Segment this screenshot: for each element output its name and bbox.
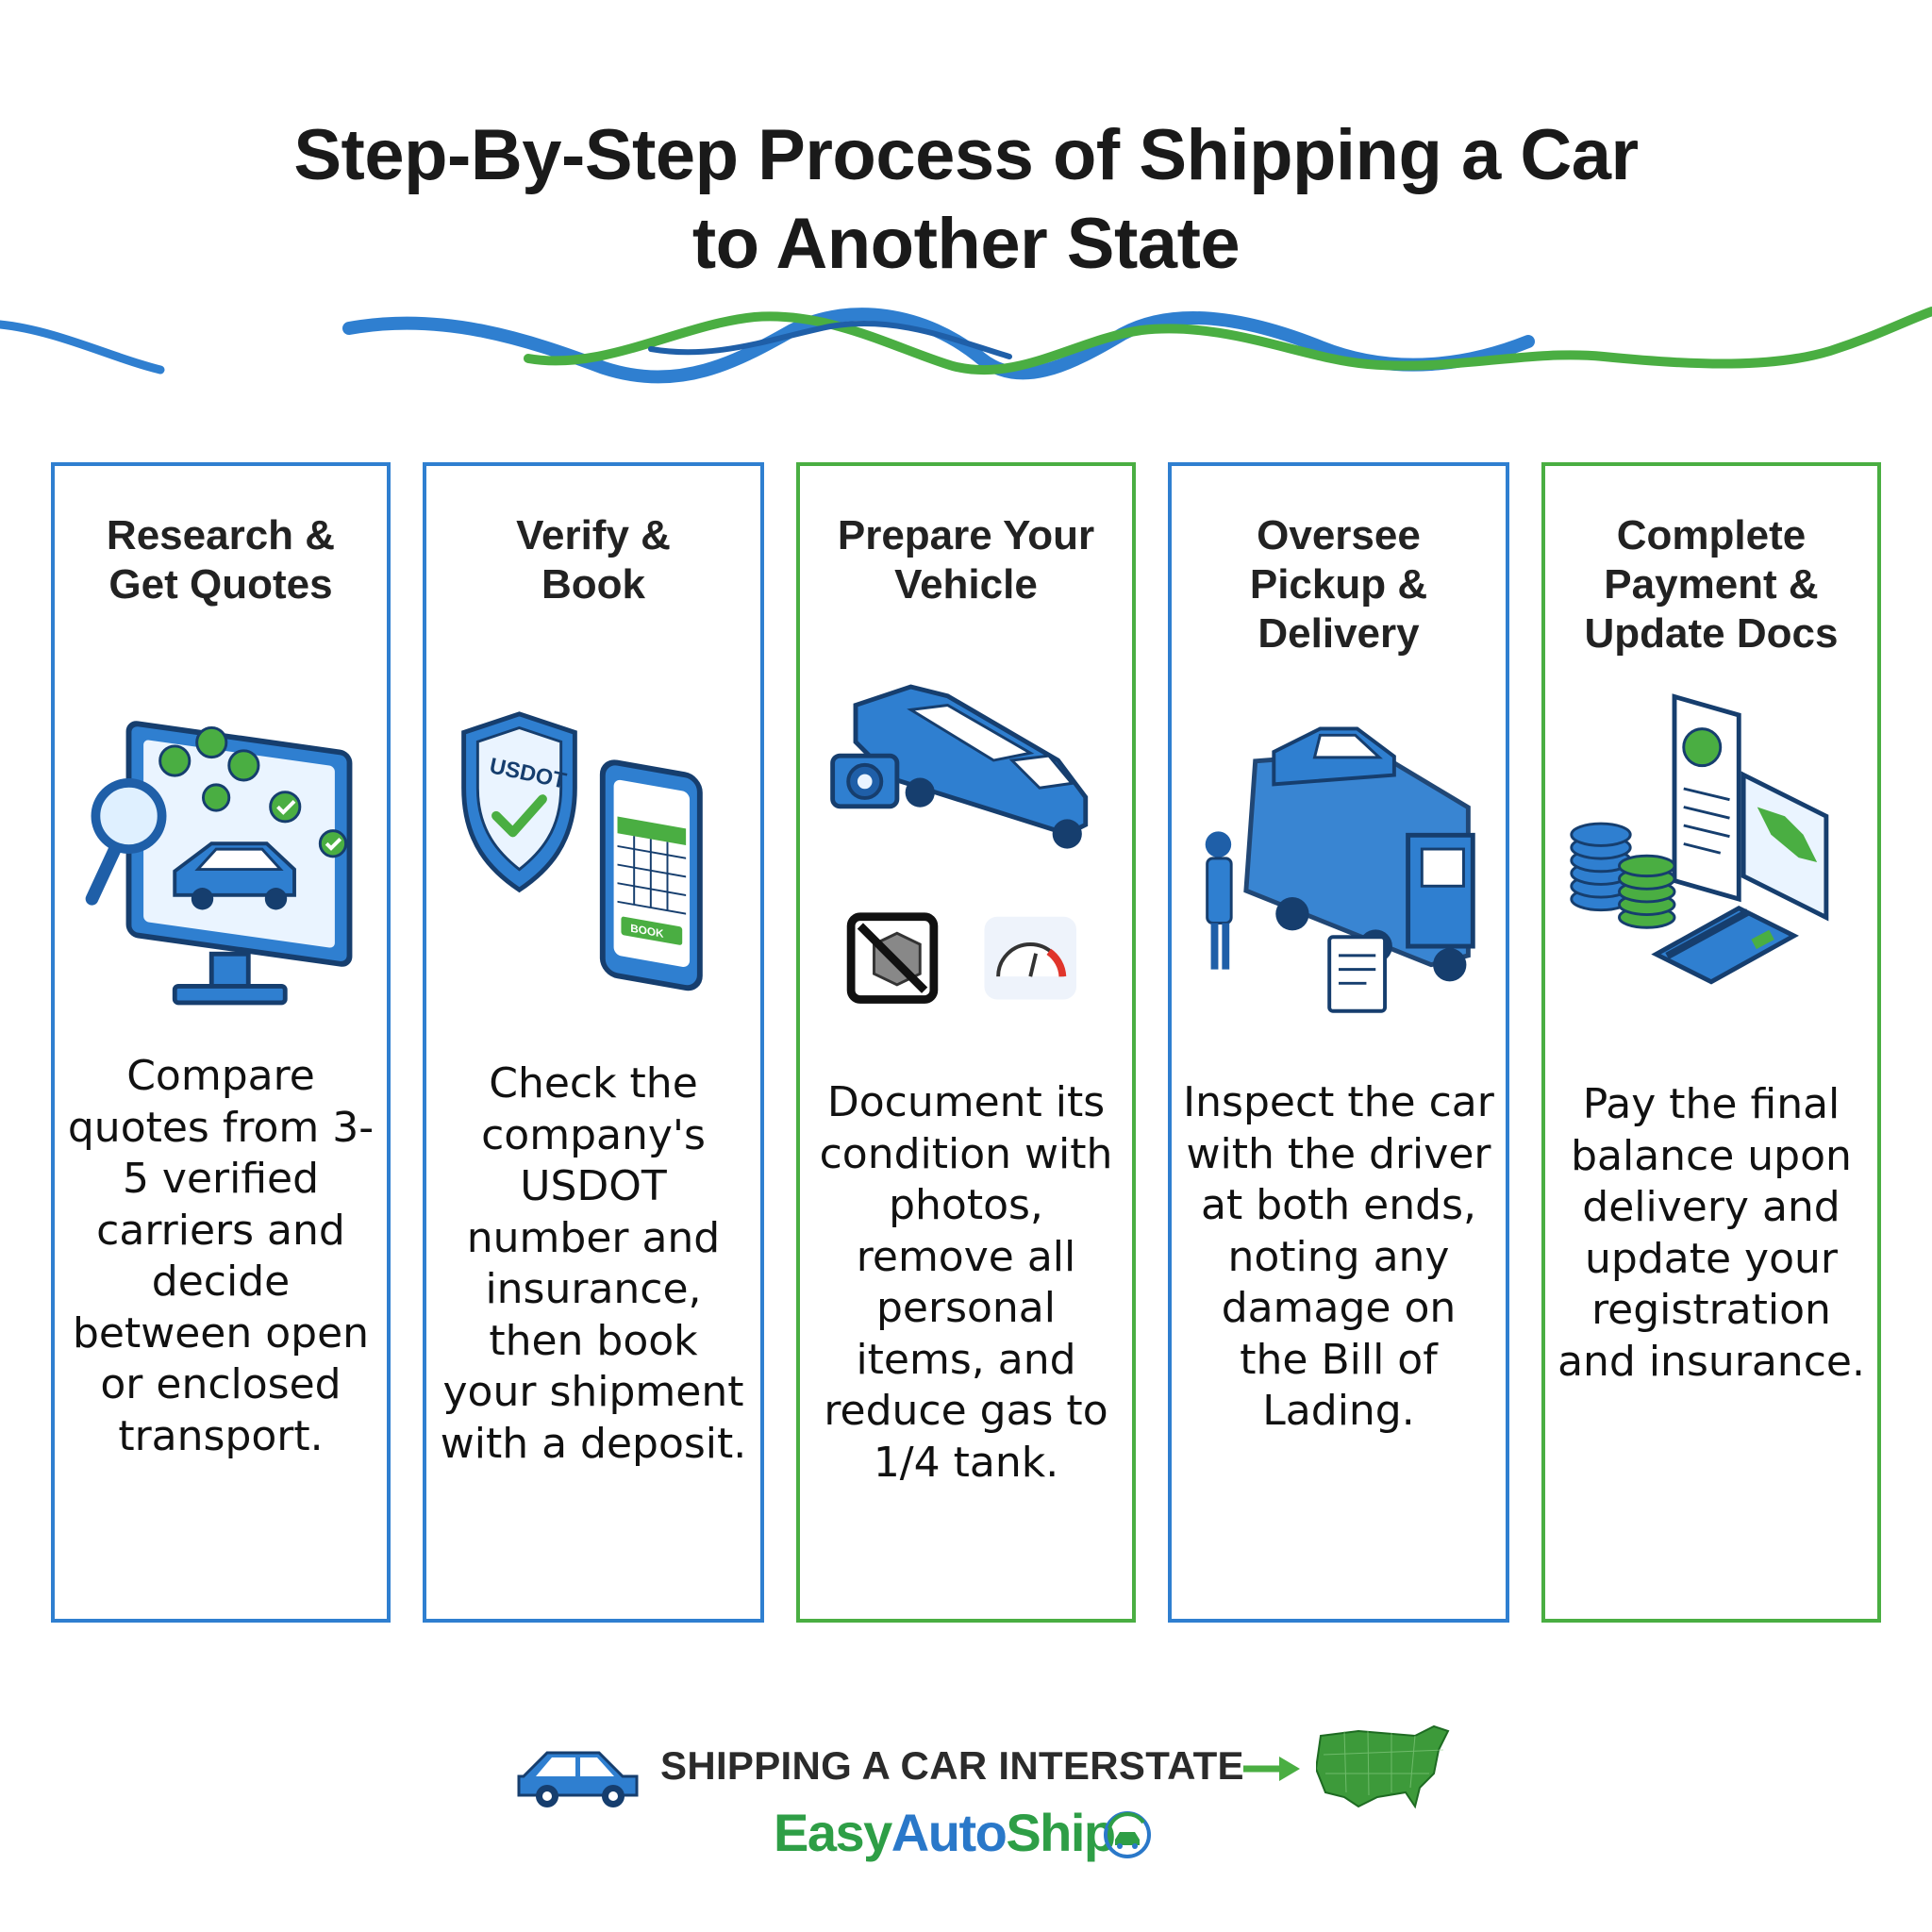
title-line-2: to Another State [691,204,1241,284]
step-description: Check the company's USDOT number and ins… [440,1059,747,1468]
car-camera-icon [830,684,1089,1004]
step-heading-line: Get Quotes [108,561,333,608]
step-heading-line: Book [541,561,645,608]
usdot-shield-phone-icon: USDOT BOOK [461,711,703,991]
decorative-wave [0,307,1932,384]
footer-tagline: SHIPPING A CAR INTERSTATE [660,1743,1244,1788]
step-heading: Verify & Book [426,511,760,609]
step-heading: Complete Payment & Update Docs [1545,511,1877,658]
step-heading-line: Update Docs [1584,610,1839,657]
phone-book-button-text: BOOK [630,922,664,941]
step-heading-line: Pickup & [1249,561,1428,608]
step-heading-line: Oversee [1257,512,1421,558]
step-card-payment: Complete Payment & Update Docs Pay the f… [1541,462,1881,1623]
page-title: Step-By-Step Process of Shipping a Car t… [0,111,1932,289]
brand-part-easy: Easy [774,1803,892,1862]
step-heading-line: Payment & [1604,561,1819,608]
step-heading-line: Vehicle [894,561,1038,608]
step-heading-line: Prepare Your [837,512,1095,558]
brand-logo-text: EasyAutoShip [774,1802,1116,1877]
step-description: Compare quotes from 3-5 verified carrier… [67,1052,375,1460]
brand-part-ship: Ship [1006,1803,1116,1862]
step-heading-line: Research & [106,512,336,558]
step-heading-line: Complete [1616,512,1807,558]
car-carrier-truck-icon [1205,726,1475,1013]
car-icon [517,1751,639,1807]
step-card-oversee: Oversee Pickup & Delivery Inspect the ca… [1168,462,1509,1623]
computer-quotes-icon [85,721,353,1006]
step-card-prepare: Prepare Your Vehicle Document its condit… [796,462,1136,1623]
step-card-verify: Verify & Book USDOT BOOK Check the compa… [423,462,764,1623]
step-description: Pay the final balance upon delivery and … [1557,1080,1865,1386]
step-heading: Oversee Pickup & Delivery [1172,511,1506,658]
brand-car-badge-icon [1104,1811,1151,1858]
title-line-1: Step-By-Step Process of Shipping a Car [293,115,1639,195]
brand-part-auto: Auto [891,1803,1008,1862]
step-heading-line: Verify & [516,512,671,558]
step-heading: Research & Get Quotes [55,511,387,609]
step-description: Inspect the car with the driver at both … [1183,1078,1494,1435]
step-heading: Prepare Your Vehicle [800,511,1132,609]
step-card-research: Research & Get Quotes Compare quotes fro… [51,462,391,1623]
step-heading-line: Delivery [1257,610,1420,657]
step-description: Document its condition with photos, remo… [819,1078,1113,1487]
usa-map-icon [1316,1724,1450,1809]
arrow-right-icon [1243,1757,1300,1781]
payment-documents-icon [1570,693,1829,985]
